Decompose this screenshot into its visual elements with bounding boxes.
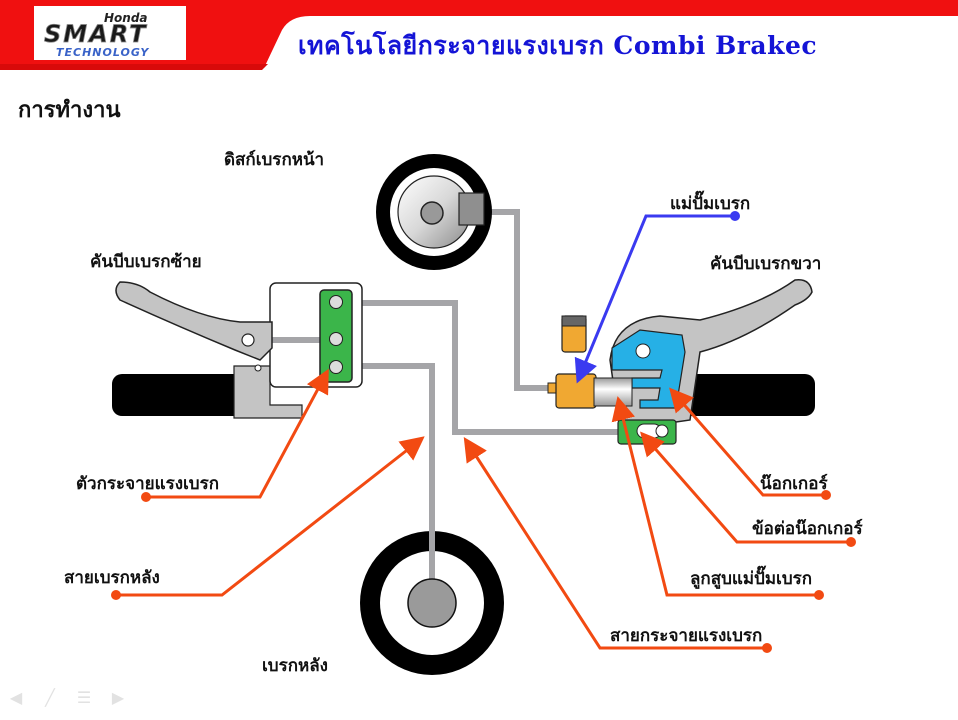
- knocker-pivot: [635, 343, 651, 359]
- header-shadow: [0, 64, 268, 70]
- master-piston: [593, 377, 633, 407]
- label-rear-cable: สายเบรกหลัง: [64, 568, 160, 588]
- callout-distributor: [146, 368, 329, 499]
- dot-knocker-joint: [846, 537, 856, 547]
- knocker-joint-pin: [655, 424, 669, 438]
- menu-icon[interactable]: ☰: [76, 688, 92, 707]
- previous-slide-icon[interactable]: ◀: [9, 688, 23, 707]
- label-knocker-joint: ข้อต่อน๊อกเกอร์: [752, 519, 863, 539]
- label-distribution-cable: สายกระจายแรงเบรก: [610, 626, 763, 646]
- dot-knocker: [821, 490, 831, 500]
- label-rear-brake: เบรกหลัง: [262, 656, 328, 676]
- distribution-cable: [345, 300, 620, 435]
- front-brake-hose: [490, 209, 556, 391]
- distributor-pin-2: [329, 332, 343, 346]
- slide-title: เทคโนโลยีกระจายแรงเบรก Combi Brakec: [298, 31, 818, 60]
- right-grip: [680, 374, 815, 416]
- front-hub: [420, 201, 444, 225]
- slide-header: Honda SMART TECHNOLOGY เทคโนโลยีกระจายแร…: [0, 0, 958, 80]
- logo-graphic: Honda SMART TECHNOLOGY: [44, 11, 149, 59]
- logo-smart: SMART: [44, 20, 148, 48]
- honda-smart-logo: Honda SMART TECHNOLOGY: [34, 6, 186, 60]
- label-master-cylinder: แม่ปั๊มเบรก: [670, 194, 751, 214]
- distributor-pin-1: [329, 295, 343, 309]
- callout-knocker: [669, 387, 826, 497]
- callout-rear-cable: [116, 436, 425, 597]
- lever-pin: [254, 364, 262, 372]
- callout-knocker-joint: [640, 431, 851, 544]
- lever-pivot: [241, 333, 255, 347]
- rear-brake-cable: [345, 363, 435, 585]
- pen-icon[interactable]: ╱: [45, 688, 55, 707]
- left-grip: [112, 374, 247, 416]
- callout-dots: [111, 211, 856, 653]
- label-master-piston: ลูกสูบแม่ปั๊มเบรก: [690, 569, 813, 589]
- logo-technology: TECHNOLOGY: [56, 46, 149, 59]
- callout-master-cylinder: [574, 214, 735, 384]
- front-caliper: [458, 192, 485, 226]
- left-brake-lever: [115, 281, 273, 361]
- section-title: การทำงาน: [18, 97, 121, 123]
- reservoir-cap: [561, 315, 587, 327]
- knocker: [611, 329, 686, 409]
- master-cylinder: [555, 373, 597, 409]
- dot-distribution-cable: [762, 643, 772, 653]
- dot-master-cylinder: [730, 211, 740, 221]
- callout-master-piston: [611, 396, 819, 597]
- label-right-lever: คันบีบเบรกขวา: [710, 254, 822, 274]
- dot-master-piston: [814, 590, 824, 600]
- logo-brand: Honda: [104, 11, 148, 25]
- right-lever-assembly: [547, 279, 815, 445]
- dot-rear-cable: [111, 590, 121, 600]
- label-knocker: น๊อกเกอร์: [760, 474, 828, 494]
- label-distributor: ตัวกระจายแรงเบรก: [76, 474, 220, 494]
- next-slide-icon[interactable]: ▶: [111, 688, 125, 707]
- front-wheel: [376, 154, 492, 270]
- distributor-pin-3: [329, 360, 343, 374]
- rear-wheel: [360, 520, 504, 675]
- label-left-lever: คันบีบเบรกซ้าย: [90, 252, 202, 272]
- header-red-band: [0, 0, 958, 68]
- callout-distribution-cable: [463, 436, 767, 650]
- left-lever-assembly: [112, 281, 363, 419]
- label-front-disc: ดิสก์เบรกหน้า: [224, 150, 325, 170]
- header-banner: [0, 0, 958, 70]
- rear-hub: [407, 578, 457, 628]
- slideshow-nav: ◀ ╱ ☰ ▶: [6, 690, 128, 706]
- callout-lines: [116, 214, 851, 650]
- dot-distributor: [141, 492, 151, 502]
